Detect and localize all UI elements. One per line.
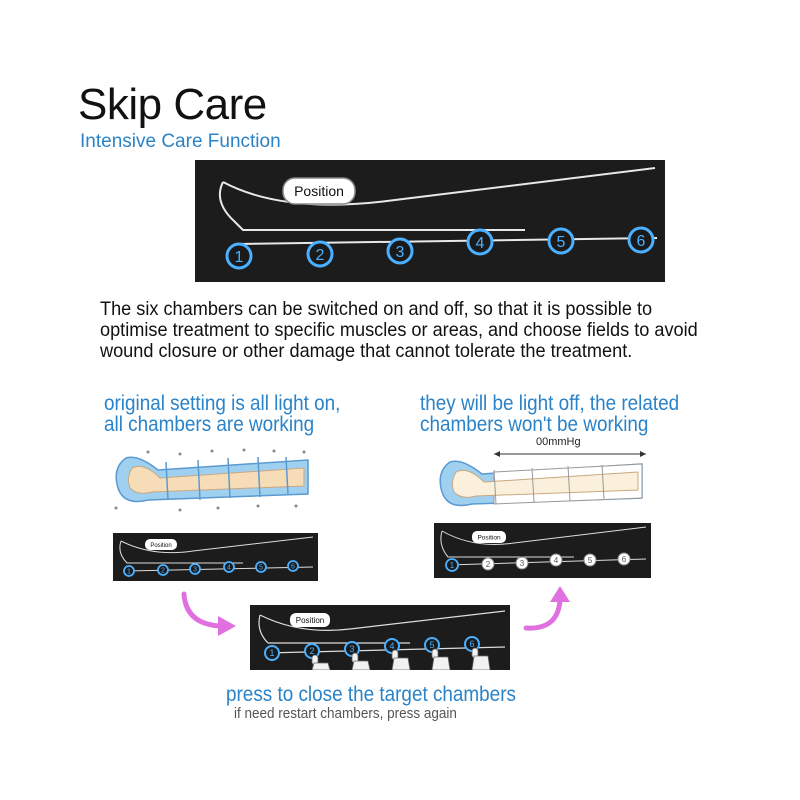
- chamber-label-3: 3: [396, 244, 405, 261]
- leg-sleeve-illustration-off: [432, 448, 652, 523]
- small-panel-some-off: Position 1 2 3 4 5 6: [434, 523, 651, 578]
- small-position-label-left: Position: [150, 543, 171, 549]
- restart-instruction: if need restart chambers, press again: [234, 705, 457, 722]
- bottom-control-panel: Position 1 2 3 4 5 6: [250, 605, 510, 670]
- small-left-chamber-6: 6: [291, 564, 295, 571]
- small-position-label-right: Position: [477, 535, 501, 542]
- bottom-position-label: Position: [296, 616, 324, 625]
- chamber-button-3[interactable]: 3: [386, 237, 414, 265]
- hand-pointer-icon: [431, 648, 451, 670]
- hand-pointer-icon: [311, 654, 331, 670]
- small-right-chamber-3: 3: [520, 559, 525, 568]
- small-right-chamber-4: 4: [554, 556, 559, 565]
- left-note-line2: all chambers are working: [104, 413, 315, 436]
- small-right-chamber-6: 6: [622, 555, 627, 564]
- small-right-chamber-1: 1: [450, 561, 455, 570]
- chamber-label-5: 5: [557, 234, 566, 251]
- chamber-button-6[interactable]: 6: [627, 226, 655, 254]
- bottom-chamber-1: 1: [269, 648, 274, 658]
- curved-arrow-down-right-icon: [176, 590, 240, 645]
- small-right-chamber-2: 2: [486, 560, 491, 569]
- chamber-button-1[interactable]: 1: [225, 242, 253, 270]
- main-control-panel: Position 1 2 3 4 5 6: [195, 160, 665, 282]
- chamber-button-2[interactable]: 2: [306, 240, 334, 268]
- page-title: Skip Care: [78, 80, 267, 129]
- small-left-chamber-4: 4: [227, 565, 231, 572]
- left-note-line1: original setting is all light on,: [104, 392, 341, 415]
- small-left-chamber-1: 1: [127, 569, 131, 576]
- small-left-chamber-5: 5: [259, 565, 263, 572]
- small-left-chamber-2: 2: [161, 568, 165, 575]
- chamber-label-4: 4: [476, 235, 485, 252]
- bottom-chamber-6: 6: [469, 639, 474, 649]
- page-subtitle: Intensive Care Function: [80, 131, 281, 152]
- position-label: Position: [294, 183, 344, 199]
- curved-arrow-up-right-icon: [520, 584, 580, 643]
- bottom-chamber-4: 4: [389, 641, 394, 651]
- right-note-line2: chambers won't be working: [420, 413, 649, 436]
- small-right-chamber-5: 5: [588, 556, 593, 565]
- press-instruction: press to close the target chambers: [226, 683, 516, 706]
- bottom-chamber-5: 5: [429, 640, 434, 650]
- bottom-chamber-3: 3: [349, 644, 354, 654]
- chamber-button-5[interactable]: 5: [547, 227, 575, 255]
- chamber-label-1: 1: [235, 249, 244, 266]
- chamber-label-6: 6: [637, 233, 646, 250]
- chamber-label-2: 2: [316, 247, 325, 264]
- left-note: original setting is all light on, all ch…: [104, 393, 374, 435]
- small-panel-all-on: Position 1 2 3 4 5 6: [113, 533, 318, 581]
- chamber-button-4[interactable]: 4: [466, 228, 494, 256]
- pressure-label: 00mmHg: [536, 436, 581, 448]
- hand-pointer-icon: [351, 652, 371, 670]
- hand-pointer-icon: [471, 647, 491, 670]
- hand-pointer-icon: [391, 649, 411, 670]
- position-button[interactable]: Position: [282, 177, 356, 205]
- small-left-chamber-3: 3: [193, 567, 197, 574]
- right-note-line1: they will be light off, the related: [420, 392, 680, 415]
- description-text: The six chambers can be switched on and …: [100, 298, 698, 362]
- bottom-chamber-2: 2: [309, 646, 314, 656]
- right-note: they will be light off, the related cham…: [420, 393, 690, 435]
- leg-sleeve-illustration-on: [108, 448, 323, 521]
